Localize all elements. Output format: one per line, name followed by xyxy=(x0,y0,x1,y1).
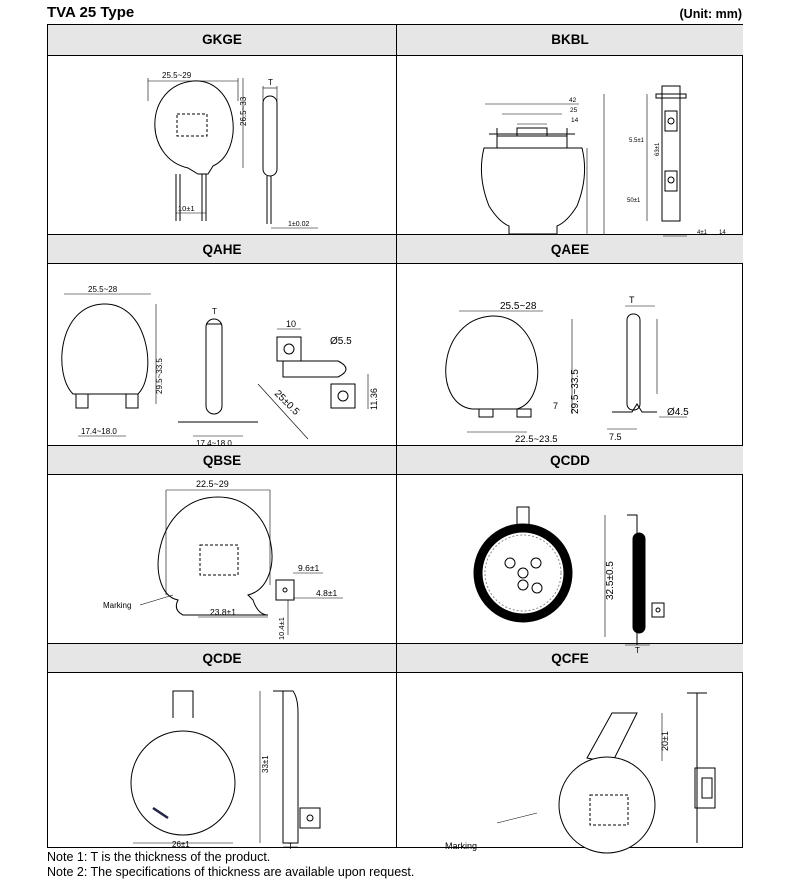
dim-50: 50±1 xyxy=(627,198,641,204)
qahe-drawing: 25.5~28 29.5~33.5 T 17.4~18.0 17.4~18.0 … xyxy=(61,285,379,448)
header-bkbl: BKBL xyxy=(397,25,743,55)
notes: Note 1: T is the thickness of the produc… xyxy=(47,850,414,880)
header-qcdd: QCDD xyxy=(397,446,743,474)
row-line xyxy=(48,643,742,644)
unit-label: (Unit: mm) xyxy=(679,7,743,21)
dim-width: 25.5~28 xyxy=(88,285,118,294)
dim-25: 25 xyxy=(570,107,578,114)
row-line xyxy=(48,263,742,264)
qaee-drawing: 25.5~28 29.5~33.5 T 22.5~23.5 7 Ø4.5 7.5 xyxy=(445,295,689,445)
row-line xyxy=(48,672,742,673)
dim-pitch: 10±1 xyxy=(178,204,195,213)
column-divider xyxy=(396,25,397,847)
dim-hole: Ø4.5 xyxy=(667,407,689,418)
qcde-drawing: 33±1 26±1 T xyxy=(130,690,321,851)
dim-thickness: T xyxy=(635,646,640,655)
header-qaee: QAEE xyxy=(397,235,743,263)
dim-height: 20±1 xyxy=(660,731,670,751)
dim-height: 29.5~33.5 xyxy=(570,369,581,414)
drawing-table: GKGE BKBL QAHE QAEE QBSE QCDD QCDE QCFE xyxy=(47,24,743,854)
dim-width: 26±1 xyxy=(172,840,190,849)
marking-label: Marking xyxy=(103,601,131,610)
dim-5-5: 5.5±1 xyxy=(629,138,645,144)
dim-height: 26.5~33 xyxy=(239,96,248,126)
dim-10-4: 10.4±1 xyxy=(277,617,286,640)
row-line xyxy=(48,55,742,56)
dim-width: 25.5~29 xyxy=(162,71,192,80)
dim-4: 4±1 xyxy=(697,230,708,236)
qcfe-drawing: 20±1 Marking xyxy=(445,692,716,854)
dim-11-36: 11.36 xyxy=(369,388,379,410)
header-qbse: QBSE xyxy=(48,446,396,474)
note-2: Note 2: The specifications of thickness … xyxy=(47,865,415,879)
dim-63: 63±1 xyxy=(655,142,661,156)
dim-4-8: 4.8±1 xyxy=(316,588,337,598)
dim-hole: Ø5.5 xyxy=(330,336,352,347)
row-line xyxy=(48,234,742,235)
bkbl-drawing: 42 25 14 5.5±1 50±1 63±1 4±1 14 xyxy=(480,85,726,237)
dim-width: 25.5~28 xyxy=(500,301,537,312)
dim-height: 33±1 xyxy=(261,755,270,773)
dim-lead: 1±0.02 xyxy=(288,221,309,228)
dim-thickness: T xyxy=(629,295,635,305)
note-1: Note 1: T is the thickness of the produc… xyxy=(47,850,271,864)
dim-7-5: 7.5 xyxy=(609,432,622,442)
dim-7: 7 xyxy=(553,401,558,411)
dim-width: 22.5~29 xyxy=(196,479,229,489)
dim-14: 14 xyxy=(571,117,579,124)
document-title: TVA 25 Type xyxy=(47,4,135,21)
qcdd-drawing: 32.5±0.5 T xyxy=(473,506,665,655)
dim-height: 32.5±0.5 xyxy=(605,561,616,600)
row-line xyxy=(48,474,742,475)
header-qahe: QAHE xyxy=(48,235,396,263)
header-qcfe: QCFE xyxy=(397,644,743,672)
dim-14b: 14 xyxy=(719,230,726,236)
dim-42: 42 xyxy=(569,97,577,104)
dim-thickness: T xyxy=(288,842,293,851)
row-line xyxy=(48,445,742,446)
dim-9-6: 9.6±1 xyxy=(298,563,319,573)
header-qcde: QCDE xyxy=(48,644,396,672)
dim-thickness: T xyxy=(268,78,273,87)
qbse-drawing: 22.5~29 Marking 9.6±1 4.8±1 23.8±1 10.4±… xyxy=(103,479,343,640)
dim-pitch: 22.5~23.5 xyxy=(515,434,558,445)
dim-diag: 25±0.5 xyxy=(272,388,302,418)
dim-tab: 10 xyxy=(286,319,296,329)
dim-height: 29.5~33.5 xyxy=(155,358,164,394)
gkge-drawing: 25.5~29 26.5~33 T 10±1 1±0.02 xyxy=(147,71,318,229)
header-gkge: GKGE xyxy=(48,25,396,55)
dim-thickness: T xyxy=(212,307,217,316)
marking-label: Marking xyxy=(445,841,477,851)
dim-pitch-side: 17.4~18.0 xyxy=(196,439,232,448)
dim-23-8: 23.8±1 xyxy=(210,607,236,617)
dim-pitch: 17.4~18.0 xyxy=(81,427,117,436)
